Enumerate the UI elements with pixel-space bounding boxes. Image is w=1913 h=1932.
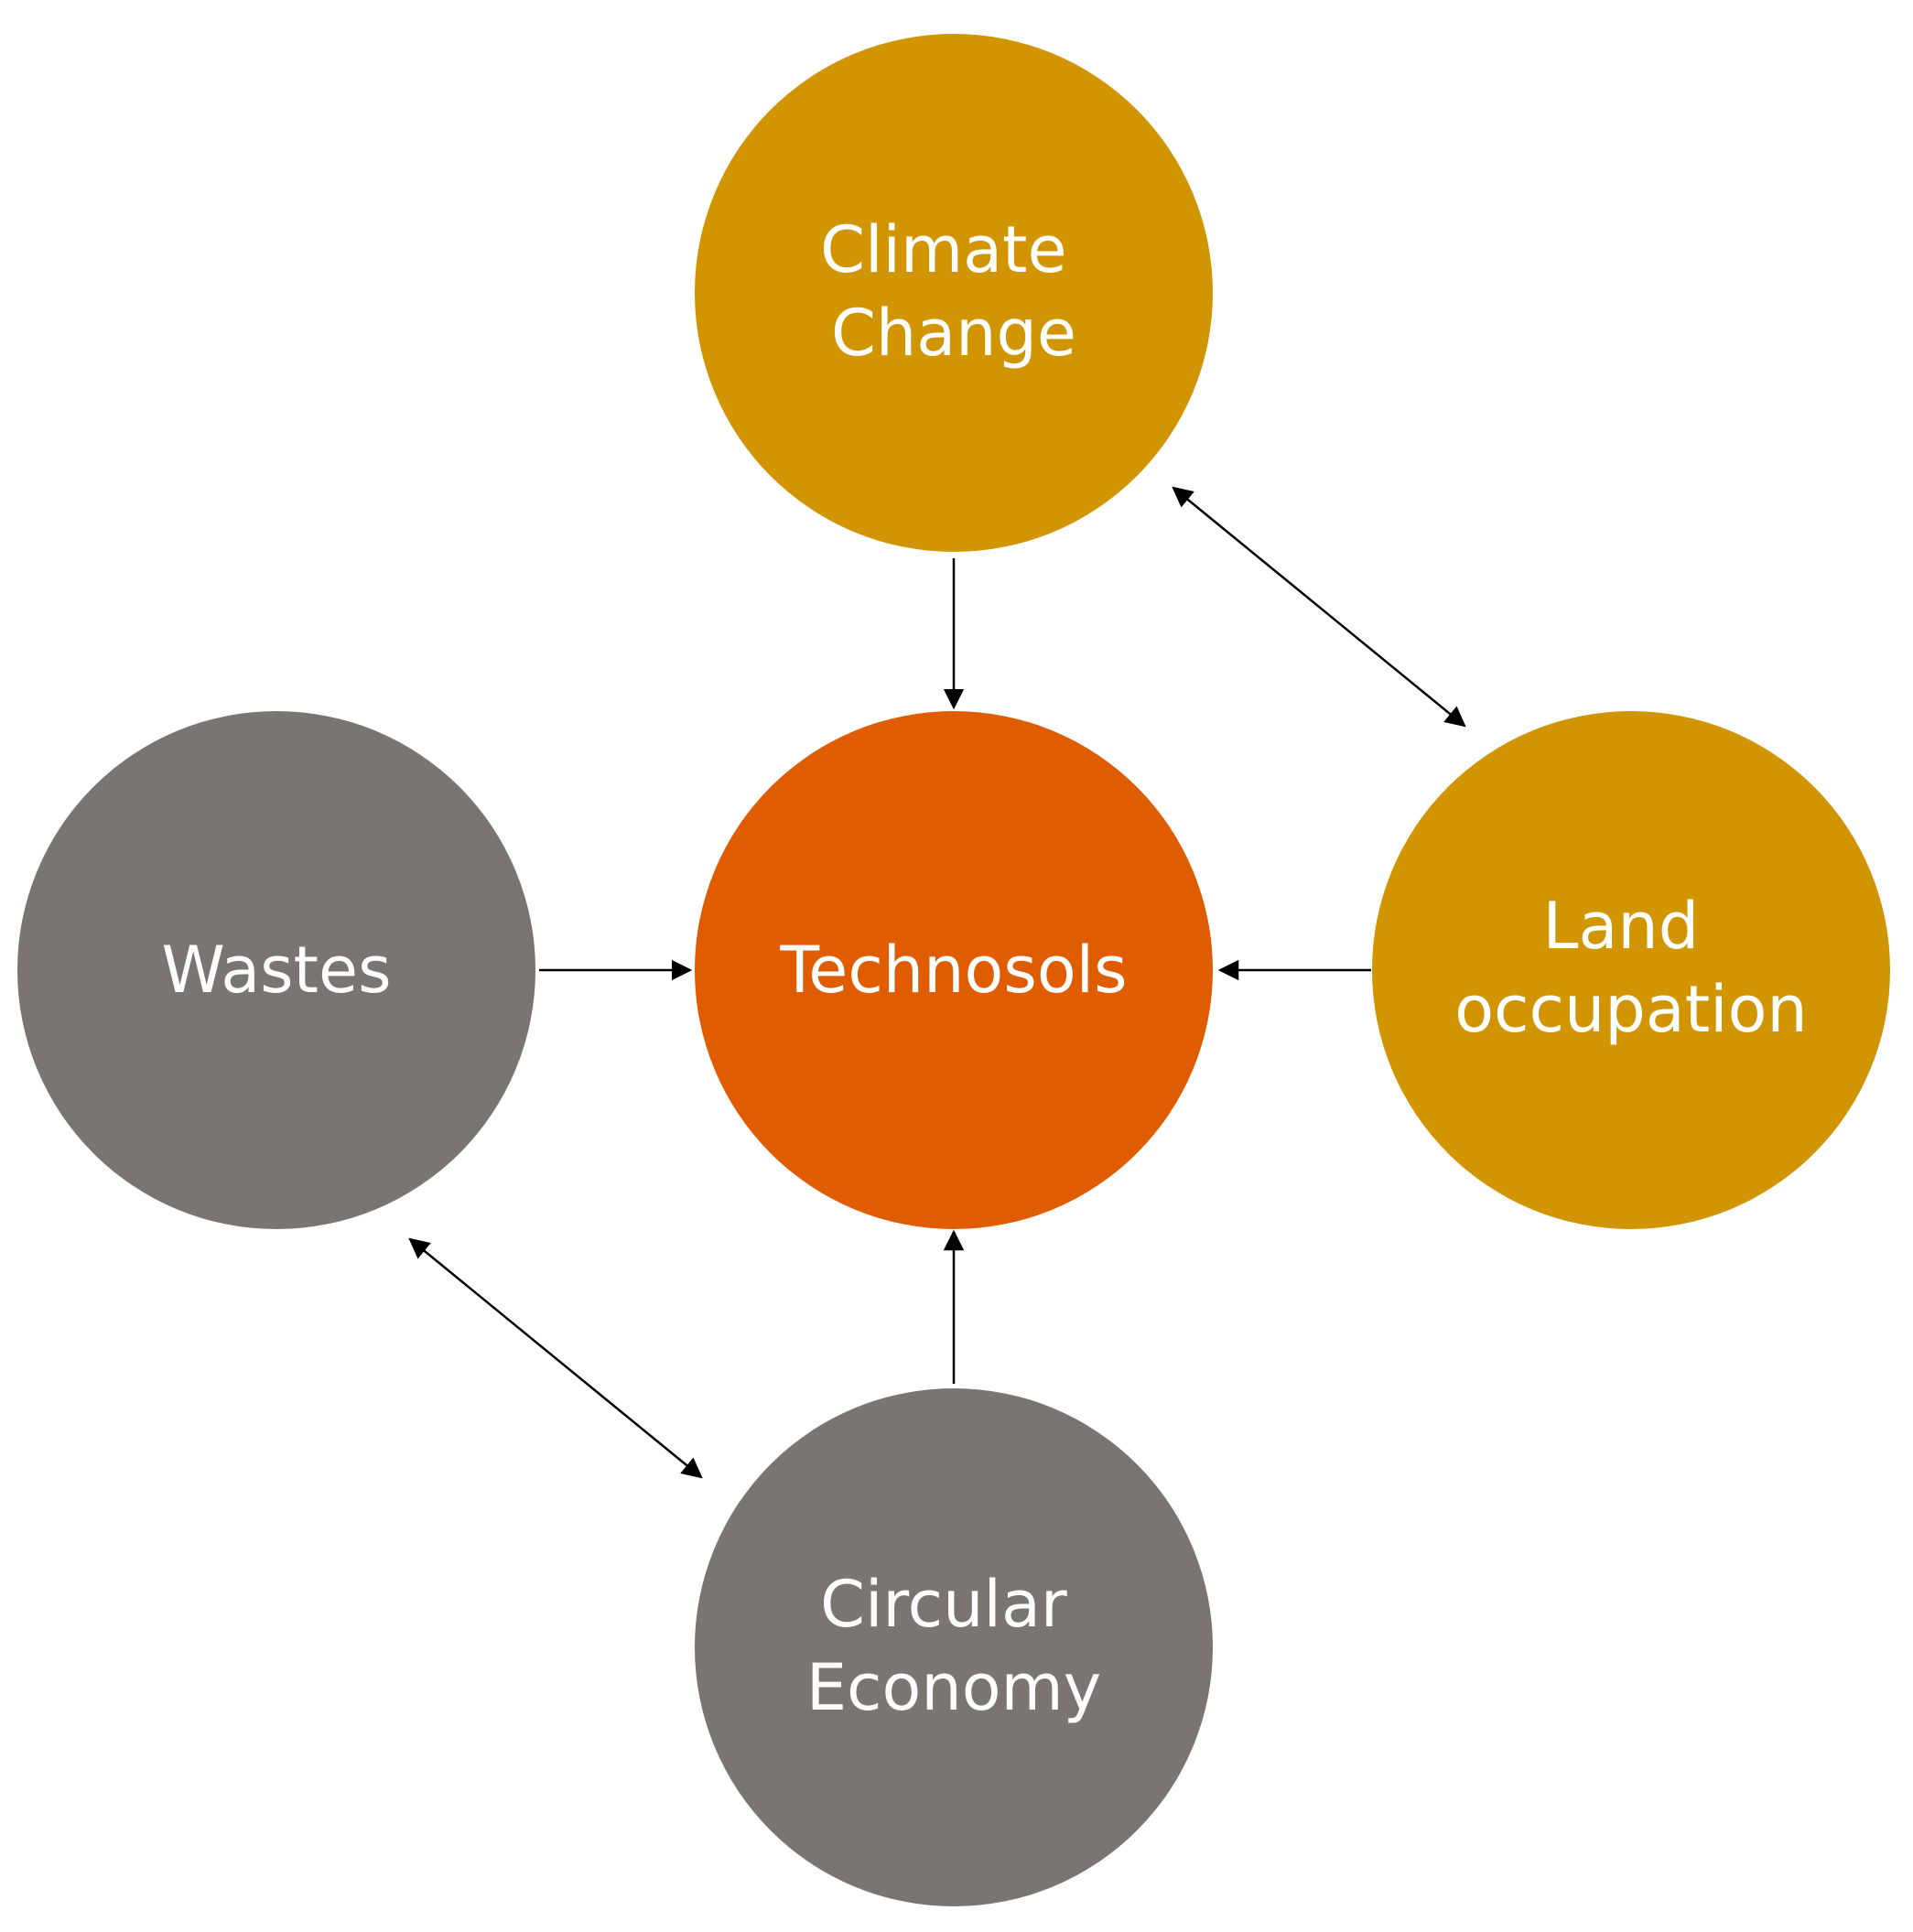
land-occupation-label-line-1: Land [1543, 889, 1700, 964]
technosols-circle [695, 711, 1213, 1229]
circular-economy-label: Circular Economy [806, 1567, 1101, 1725]
node-land-occupation: Land occupation [1372, 711, 1890, 1229]
node-wastes: Wastes [17, 711, 535, 1229]
node-climate-change: Climate Change [695, 34, 1213, 552]
land-occupation-circle [1372, 711, 1890, 1229]
wastes-label-line-1: Wastes [161, 933, 391, 1008]
climate-change-label-line-2: Change [831, 296, 1076, 371]
wastes-label: Wastes [161, 933, 391, 1008]
arrow-wastes-circular-bidirectional [408, 1237, 703, 1479]
climate-change-circle [695, 34, 1213, 552]
connectors [408, 486, 1466, 1479]
circular-economy-label-line-1: Circular [820, 1567, 1067, 1642]
climate-change-label-line-1: Climate [820, 212, 1066, 287]
technosols-label-line-1: Technosols [779, 933, 1127, 1008]
node-circular-economy: Circular Economy [695, 1388, 1213, 1906]
arrow-climate-land-bidirectional [1172, 486, 1466, 728]
land-occupation-label: Land occupation [1454, 889, 1808, 1047]
circular-economy-label-line-2: Economy [806, 1650, 1101, 1725]
circular-economy-circle [695, 1388, 1213, 1906]
land-occupation-label-line-2: occupation [1454, 972, 1808, 1047]
wastes-circle [17, 711, 535, 1229]
climate-change-label: Climate Change [820, 212, 1087, 371]
technosols-label: Technosols [779, 933, 1127, 1008]
node-technosols: Technosols [695, 711, 1213, 1229]
